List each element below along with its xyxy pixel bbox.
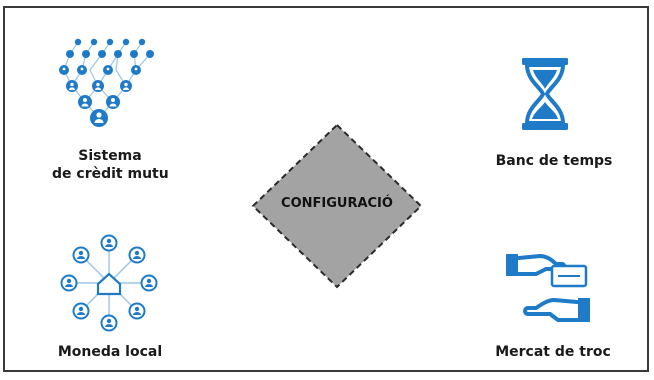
credit-system-label: Sistema de crèdit mutu: [52, 147, 169, 183]
time-bank-label: Banc de temps: [495, 153, 613, 169]
hourglass-icon: [522, 58, 568, 130]
configuration-label: CONFIGURACIÓ: [281, 196, 393, 211]
hands-exchange-icon: [506, 254, 590, 322]
barter-market-label: Mercat de troc: [495, 344, 611, 360]
network-people-icon: [59, 38, 154, 127]
configuration-diamond: [251, 123, 423, 289]
local-network-icon: [60, 234, 158, 332]
credit-system-label-line2: de crèdit mutu: [52, 166, 169, 182]
local-currency-label: Moneda local: [57, 344, 163, 360]
credit-system-label-line1: Sistema: [78, 148, 142, 164]
